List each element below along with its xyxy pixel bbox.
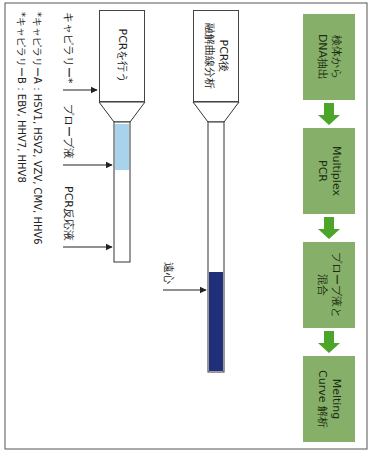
capillary-head: PCRを行う — [99, 10, 145, 102]
pointer-arrow — [63, 164, 112, 165]
capillary-tube — [208, 122, 224, 372]
pointer-arrow — [63, 89, 97, 90]
flow-arrow — [318, 217, 340, 239]
liquid-fill — [209, 272, 223, 371]
figure-frame — [5, 3, 367, 449]
part-label: キャピラリー* — [62, 12, 75, 84]
flow-arrow — [318, 103, 340, 125]
part-label: PCR反応液 — [62, 186, 75, 241]
process-box: 検体から DNA抽出 — [303, 14, 355, 100]
pointer-arrow — [63, 246, 112, 247]
box-text: PCRを行う — [115, 29, 129, 84]
box-text: 検体から DNA抽出 — [315, 20, 343, 94]
process-box: プローブ液と 混合 — [303, 242, 355, 328]
part-label: プローブ液 — [62, 104, 75, 159]
flow-arrow — [318, 331, 340, 353]
footnote: *キャピラリーB：EBV, HHV7, HHV8 — [15, 12, 27, 183]
liquid-fill — [115, 124, 129, 170]
box-text: Melting Curve 解析 — [315, 362, 343, 436]
capillary-funnel — [99, 102, 145, 122]
process-box: Multiplex PCR — [303, 128, 355, 214]
box-text: PCR後 融解曲線分析 — [202, 17, 230, 95]
footnote: *キャピラリーA：HSV1, HSV2, VZV, CMV, HHV6 — [31, 12, 43, 245]
capillary-tube — [114, 122, 130, 262]
step-label: 遠心 — [162, 262, 175, 284]
box-text: プローブ液と 混合 — [315, 248, 343, 322]
pointer-arrow — [163, 289, 206, 290]
box-text: Multiplex PCR — [315, 134, 343, 208]
capillary-head: PCR後 融解曲線分析 — [193, 10, 239, 102]
capillary-funnel — [193, 102, 239, 122]
process-box: Melting Curve 解析 — [303, 356, 355, 442]
